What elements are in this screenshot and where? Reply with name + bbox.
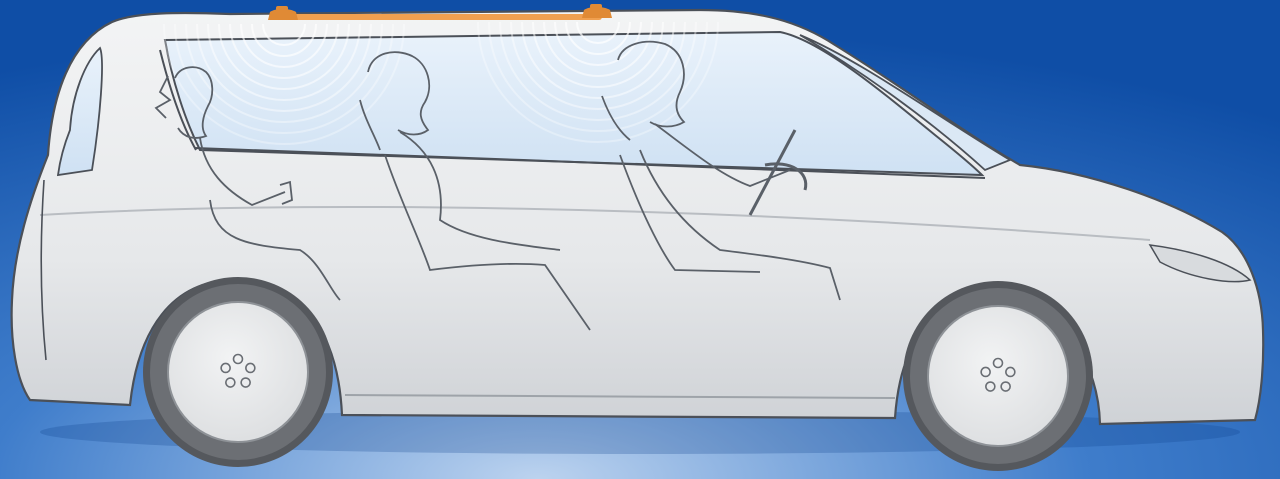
roof-rail (272, 14, 602, 20)
front-wheel (903, 281, 1093, 471)
rear-wheel (143, 277, 333, 467)
